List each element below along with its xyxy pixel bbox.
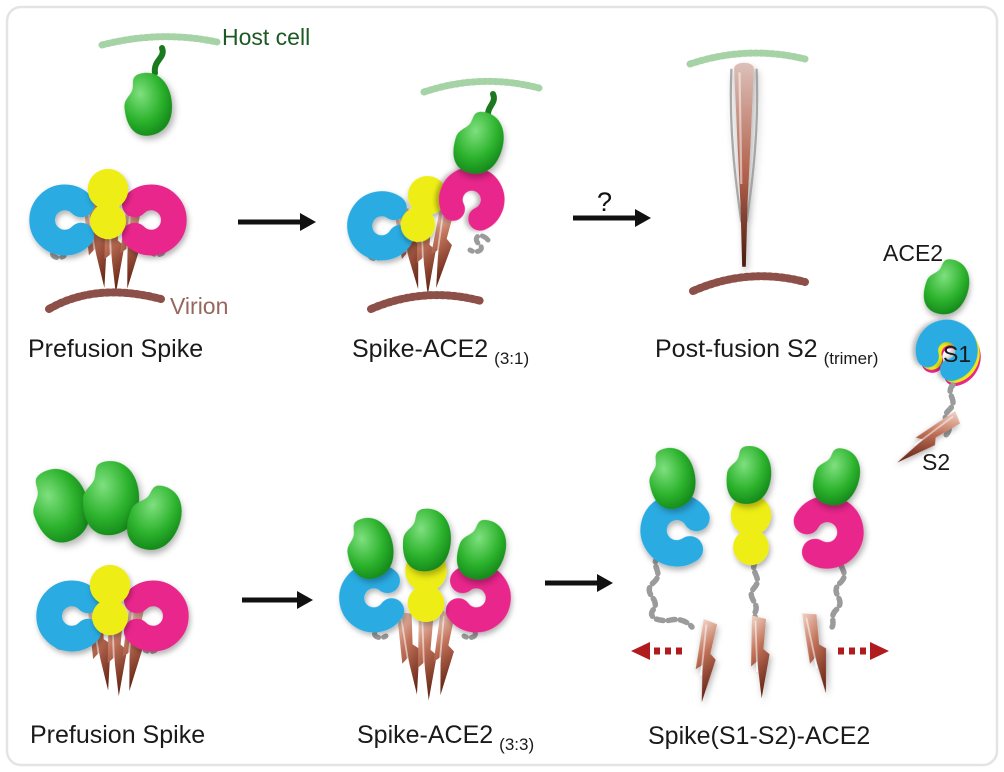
host-cell-membrane xyxy=(686,49,809,68)
virion-membrane xyxy=(45,288,165,313)
panel-spike-s1-s2-ace2 xyxy=(631,442,889,705)
s1-domain-blue xyxy=(649,503,698,557)
reaction-arrow-3 xyxy=(242,591,313,609)
panel-prefusion-spike-bottom xyxy=(18,458,190,698)
panel-label-postfusion-s2: Post-fusion S2(trimer) xyxy=(655,335,878,368)
arrowhead-icon xyxy=(297,591,313,609)
ace2-receptor xyxy=(402,508,451,572)
s2-label: S2 xyxy=(922,449,950,475)
reaction-arrow-2 xyxy=(573,209,651,227)
s1-domain-magenta xyxy=(457,574,501,623)
postfusion-s2-needle xyxy=(729,61,759,268)
s1-domain-magenta-extended xyxy=(447,173,499,221)
red-arrowhead-icon xyxy=(631,642,650,660)
figure-frame xyxy=(5,5,999,767)
reaction-arrow-1 xyxy=(238,213,316,231)
s1-domain-magenta xyxy=(137,593,176,638)
host-cell-membrane xyxy=(420,77,543,96)
panel-spike-ace2-3-3 xyxy=(340,508,512,702)
dissociation-arrow-right xyxy=(838,642,889,660)
s2-cone xyxy=(800,609,835,696)
panel-label-prefusion-bottom: Prefusion Spike xyxy=(30,721,205,749)
ace2-stem xyxy=(484,91,497,119)
question-mark-label: ? xyxy=(597,187,612,217)
ace2-label: ACE2 xyxy=(883,240,943,266)
s2-cone xyxy=(416,614,438,702)
ace2-stem xyxy=(151,45,166,76)
virion-membrane xyxy=(689,272,809,295)
s1-domain-magenta xyxy=(135,197,174,242)
red-arrowhead-icon xyxy=(870,642,889,660)
panel-postfusion-s2 xyxy=(686,49,809,295)
s1-domain-blue xyxy=(356,201,402,252)
s1-domain-magenta xyxy=(805,504,856,559)
s1-domain-blue xyxy=(49,593,88,638)
dissociation-arrow-left xyxy=(631,642,682,660)
ace2-receptor xyxy=(448,107,509,179)
s2-cone xyxy=(750,614,771,700)
s1-s2-linker xyxy=(646,553,695,630)
host-cell-label: Host cell xyxy=(222,24,310,50)
legend xyxy=(890,254,977,470)
linker-squiggle xyxy=(470,236,488,252)
panel-spike-ace2-3-1 xyxy=(356,77,543,313)
s1-label: S1 xyxy=(943,341,971,367)
panel-label-spike-s1-s2-ace2: Spike(S1-S2)-ACE2 xyxy=(648,722,870,750)
panel-label-spike-ace2-3-3: Spike-ACE2(3:3) xyxy=(357,721,534,754)
arrowhead-icon xyxy=(635,209,651,227)
ace2-receptor xyxy=(725,445,773,505)
panel-label-spike-ace2-3-1: Spike-ACE2(3:1) xyxy=(352,335,529,368)
arrowhead-icon xyxy=(597,574,613,592)
s1-domain-yellow xyxy=(730,494,772,566)
s2-cone xyxy=(690,617,722,705)
s1-domain-blue xyxy=(349,574,393,623)
panel-label-prefusion-top: Prefusion Spike xyxy=(28,335,203,363)
ace2-receptor xyxy=(118,68,178,140)
virion-membrane xyxy=(367,291,485,313)
arrowhead-icon xyxy=(300,213,316,231)
host-cell-membrane xyxy=(98,33,221,49)
virion-label: Virion xyxy=(170,293,228,319)
panel-prefusion-spike-top xyxy=(42,33,221,313)
s1-domain-blue xyxy=(42,197,81,242)
reaction-arrow-4 xyxy=(545,574,613,592)
s1-s2-linker xyxy=(748,558,761,625)
s1-s2-linker xyxy=(826,552,847,633)
